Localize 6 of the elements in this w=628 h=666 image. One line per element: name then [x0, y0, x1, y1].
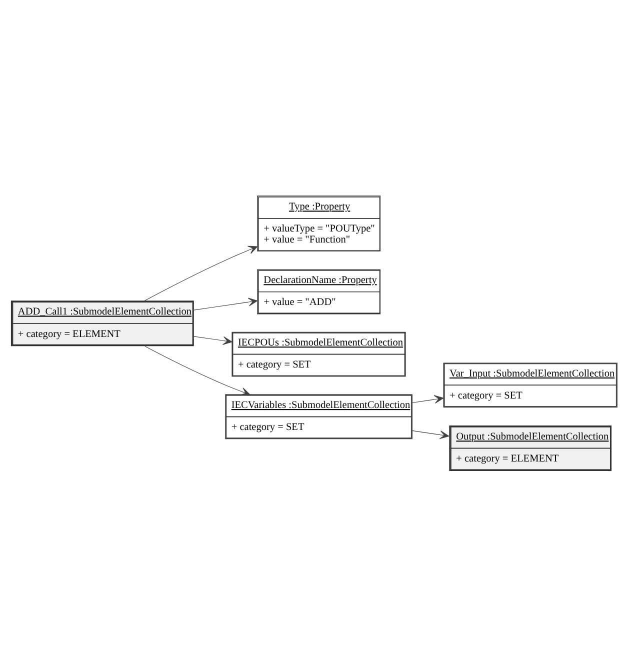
arrow	[412, 430, 450, 439]
arrow	[194, 336, 232, 344]
arrow	[194, 297, 258, 310]
arrow	[144, 245, 258, 300]
arrow	[144, 346, 250, 396]
arrow	[412, 394, 444, 404]
